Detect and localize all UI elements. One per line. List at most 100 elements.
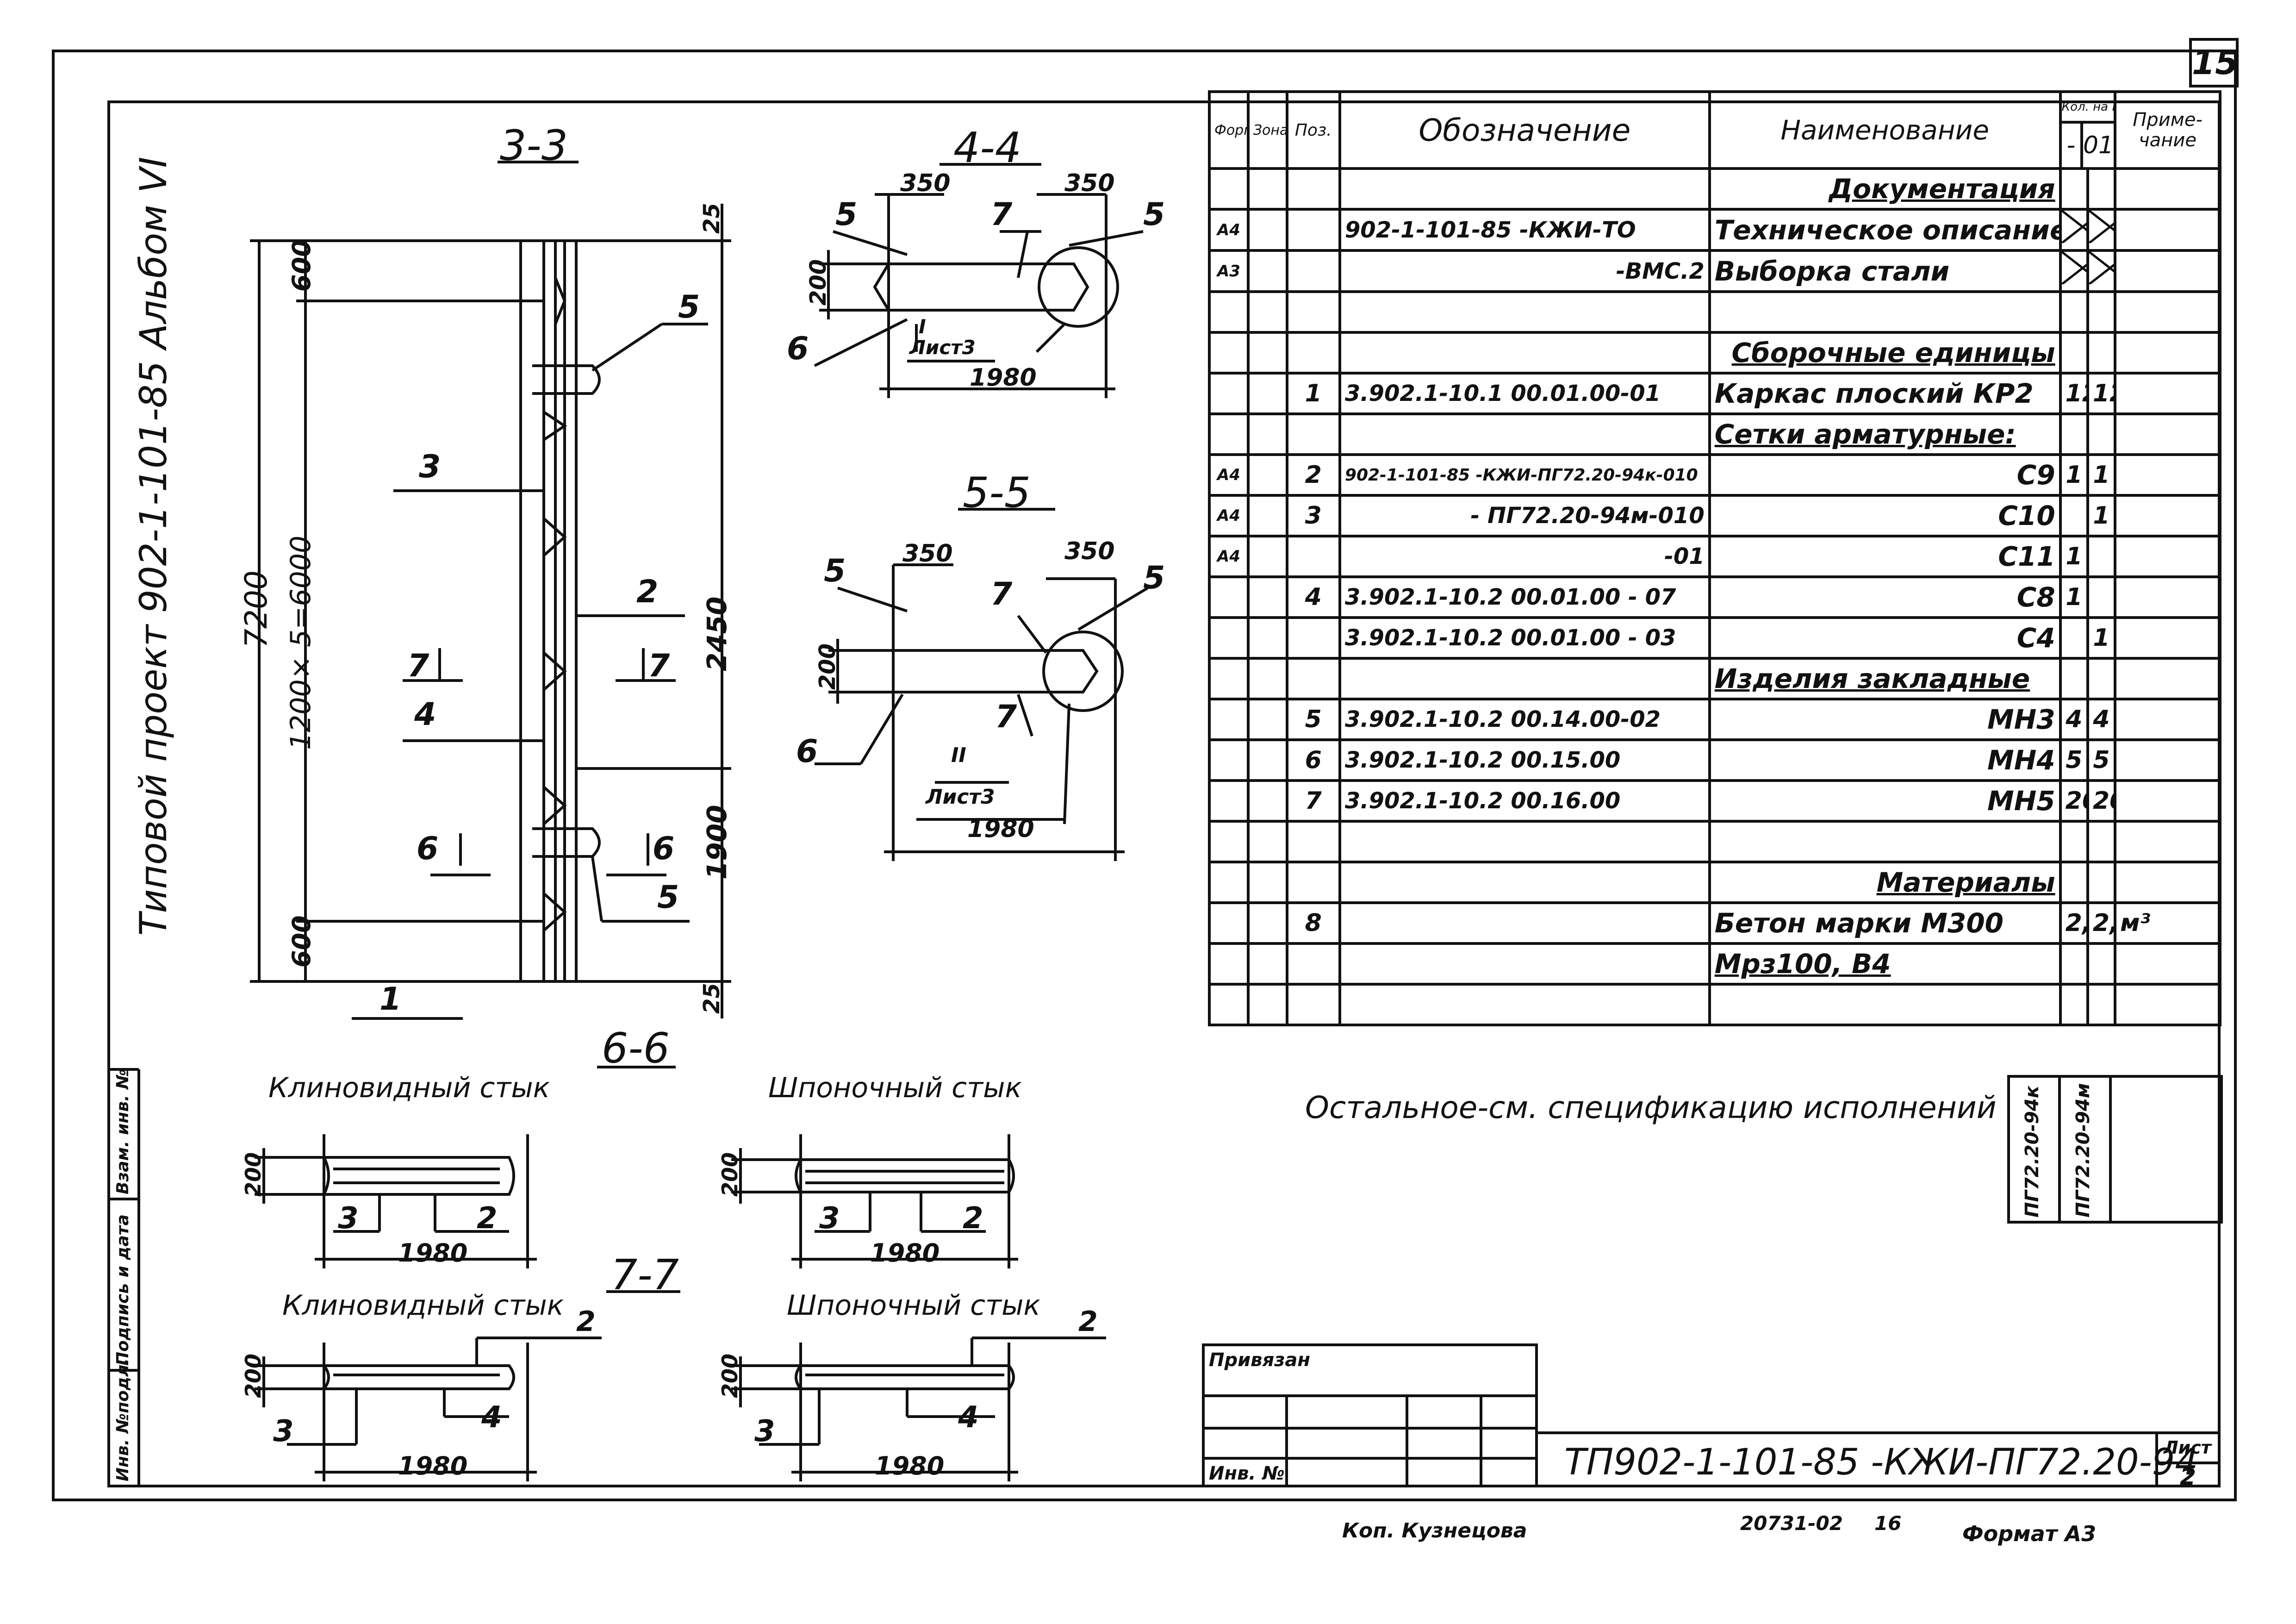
spec-cell-format bbox=[1208, 290, 1250, 334]
stamp-copy-no: 16 bbox=[1874, 1512, 1902, 1535]
section-3-3-drawing bbox=[250, 161, 731, 1020]
callout-5-lower: 5 bbox=[657, 879, 679, 916]
callout-77b-4: 4 bbox=[958, 1400, 979, 1435]
spec-cell-zone bbox=[1246, 779, 1288, 823]
spec-cell-qty-01: 20 bbox=[2086, 779, 2117, 823]
callout-3: 3 bbox=[419, 449, 441, 485]
spec-cell-pos: 8 bbox=[1285, 901, 1341, 945]
spec-cell-format bbox=[1208, 575, 1250, 619]
dim-1980-66b: 1980 bbox=[870, 1238, 940, 1268]
section-6-6-drawing bbox=[255, 1066, 1018, 1268]
section-7-7-drawing bbox=[255, 1290, 1106, 1481]
spec-cell-zone bbox=[1246, 738, 1288, 782]
spec-header-format: Формат bbox=[1208, 90, 1250, 170]
spec-cell-note: м³ bbox=[2114, 901, 2221, 945]
spec-cell-qty-01: 12 bbox=[2086, 372, 2117, 415]
spec-cell-note bbox=[2114, 412, 2221, 456]
spec-cell-pos bbox=[1285, 657, 1341, 700]
spec-cell-designation bbox=[1338, 331, 1711, 375]
spec-cell-name: МН3 bbox=[1708, 698, 2062, 741]
cross-mark-icon bbox=[2063, 212, 2085, 244]
stamp-doc-code: ТП902-1-101-85 -КЖИ-ПГ72.20-94 bbox=[1564, 1442, 2198, 1483]
callout-44-6: 6 bbox=[787, 331, 809, 367]
callout-77b-2: 2 bbox=[1078, 1305, 1098, 1338]
spec-cell-pos bbox=[1285, 331, 1341, 375]
spec-cell-zone bbox=[1246, 208, 1288, 252]
spec-cell-qty-01 bbox=[2086, 575, 2117, 619]
spec-cell-qty-dash: 1 bbox=[2059, 575, 2089, 619]
dim-1980-44: 1980 bbox=[970, 364, 1037, 392]
callout-1: 1 bbox=[380, 981, 402, 1018]
spec-cell-zone bbox=[1246, 249, 1288, 293]
spec-cell-note bbox=[2114, 942, 2221, 986]
section-title-5-5: 5-5 bbox=[963, 468, 1031, 517]
spec-cell-pos bbox=[1285, 861, 1341, 904]
spec-cell-format bbox=[1208, 820, 1250, 863]
spec-header-pos: Поз. bbox=[1285, 90, 1341, 170]
spec-cell-qty-dash bbox=[2059, 167, 2089, 211]
sheet-number: 15 bbox=[2189, 38, 2239, 87]
spec-cell-qty-dash bbox=[2059, 820, 2089, 863]
dim-600-bottom: 600 bbox=[287, 915, 316, 968]
spec-cell-pos bbox=[1285, 616, 1341, 660]
section-title-6-6: 6-6 bbox=[602, 1024, 670, 1073]
callout-44-7: 7 bbox=[990, 196, 1013, 233]
spec-cell-note bbox=[2114, 657, 2221, 700]
dim-200-77a: 200 bbox=[241, 1353, 266, 1398]
spec-cell-note bbox=[2114, 331, 2221, 375]
stamp-inv: Инв. № bbox=[1209, 1463, 1285, 1484]
spec-cell-designation bbox=[1338, 167, 1711, 211]
sheet3-44: Лист3 bbox=[909, 336, 976, 359]
spec-cell-zone bbox=[1246, 983, 1288, 1026]
spec-cell-pos bbox=[1285, 290, 1341, 334]
spec-footnote: Остальное-см. спецификацию исполнений bbox=[1305, 1090, 1997, 1125]
spec-cell-format bbox=[1208, 657, 1250, 700]
dim-7200: 7200 bbox=[238, 570, 274, 648]
spec-cell-zone bbox=[1246, 167, 1288, 211]
joint-wedge-66: Клиновидный стык bbox=[268, 1072, 550, 1104]
spec-cell-pos: 3 bbox=[1285, 494, 1341, 537]
callout-77a-2: 2 bbox=[576, 1305, 596, 1338]
spec-cell-format: А4 bbox=[1208, 494, 1250, 537]
spec-header-q-dash: - bbox=[2063, 124, 2083, 166]
spec-cell-designation bbox=[1338, 290, 1711, 334]
spec-cell-name: С4 bbox=[1708, 616, 2062, 660]
spec-cell-name: Техническое описание bbox=[1708, 208, 2062, 252]
spec-cell-designation bbox=[1338, 657, 1711, 700]
dim-6000: 1200× 5=6000 bbox=[285, 535, 317, 750]
callout-55-7-top: 7 bbox=[990, 576, 1013, 612]
side-title: Типовой проект 902-1-101-85 Альбом VI bbox=[132, 156, 175, 936]
section-4-4-drawing bbox=[814, 163, 1144, 398]
callout-7-left: 7 bbox=[407, 648, 429, 684]
spec-cell-format bbox=[1208, 942, 1250, 986]
spec-cell-designation: - ПГ72.20-94м-010 bbox=[1338, 494, 1711, 537]
spec-cell-pos bbox=[1285, 983, 1341, 1026]
spec-cell-format bbox=[1208, 779, 1250, 823]
callout-6-left: 6 bbox=[417, 831, 439, 867]
spec-cell-qty-01 bbox=[2086, 657, 2117, 700]
spec-cell-name: МН4 bbox=[1708, 738, 2062, 782]
dim-2450: 2450 bbox=[701, 596, 733, 671]
section-title-3-3: 3-3 bbox=[500, 121, 568, 170]
spec-header-designation: Обозначение bbox=[1338, 90, 1711, 170]
spec-cell-zone bbox=[1246, 657, 1288, 700]
spec-cell-qty-dash: 20 bbox=[2059, 779, 2089, 823]
spec-cell-zone bbox=[1246, 616, 1288, 660]
spec-cell-designation: 3.902.1-10.2 00.01.00 - 03 bbox=[1338, 616, 1711, 660]
spec-cell-designation: -ВМС.2 bbox=[1338, 249, 1711, 293]
callout-7-right: 7 bbox=[648, 648, 670, 684]
spec-cell-qty-01: 1 bbox=[2086, 453, 2117, 497]
spec-row bbox=[1208, 290, 2221, 334]
dim-1980-77a: 1980 bbox=[398, 1451, 468, 1480]
spec-cell-name: С11 bbox=[1708, 535, 2062, 578]
spec-cell-pos: 4 bbox=[1285, 575, 1341, 619]
callout-66a-2: 2 bbox=[477, 1201, 498, 1236]
joint-key-77: Шпоночный стык bbox=[787, 1289, 1040, 1322]
spec-cell-note bbox=[2114, 208, 2221, 252]
spec-cell-qty-dash bbox=[2059, 616, 2089, 660]
cross-mark-icon bbox=[2090, 212, 2113, 244]
